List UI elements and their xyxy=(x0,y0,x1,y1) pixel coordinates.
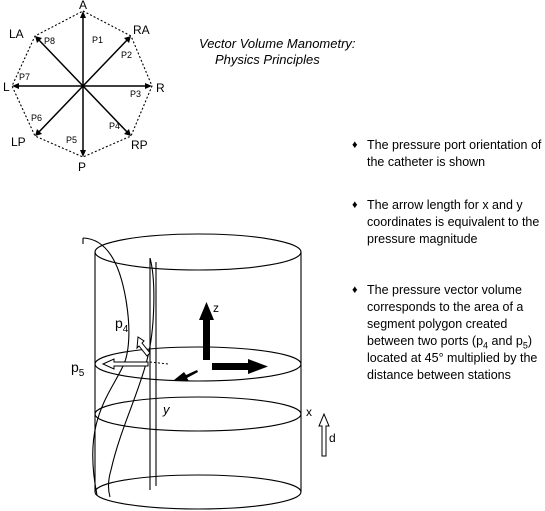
spoke-LA xyxy=(36,37,84,87)
measurement-plane-ellipse xyxy=(94,346,302,382)
bullet-text-part-2: and p xyxy=(488,334,523,348)
direction-label-RA: RA xyxy=(133,23,150,37)
arrowhead-LP xyxy=(35,129,42,136)
direction-label-R: R xyxy=(156,81,165,95)
bullet-diamond-icon: ♦ xyxy=(352,284,358,296)
y-axis-arrow xyxy=(174,370,198,381)
port-label-P6: P6 xyxy=(31,113,42,123)
x-axis-shaft xyxy=(212,363,250,370)
octagon-spokes xyxy=(15,14,149,154)
bullet-text: The pressure port orientation of the cat… xyxy=(367,138,542,169)
cylinder-bottom-ellipse xyxy=(94,474,302,510)
bullet-text-part-3: ) located at 45° multiplied by the dista… xyxy=(367,334,538,382)
bullet-vector-volume: ♦ The pressure vector volume corresponds… xyxy=(352,282,545,384)
bullet-subscript-4: 4 xyxy=(483,340,489,351)
arrowhead-LA xyxy=(35,36,42,43)
bullet-subscript-5: 5 xyxy=(522,340,528,351)
station-distance-arrow xyxy=(318,412,330,457)
arrowhead-L xyxy=(12,83,19,89)
z-axis-head xyxy=(199,302,214,320)
direction-label-LA: LA xyxy=(9,27,24,41)
vector-volume-curve-inner xyxy=(108,257,155,498)
port-label-P5: P5 xyxy=(66,135,77,145)
cylinder-diagram xyxy=(82,233,302,510)
direction-label-A: A xyxy=(79,0,87,12)
label-x: x xyxy=(306,405,312,419)
pressure-vectors xyxy=(101,336,169,370)
label-d: d xyxy=(329,431,336,445)
bullet-arrow-length: ♦ The arrow length for x and y coordinat… xyxy=(352,197,545,248)
octagon-outline xyxy=(11,10,153,158)
bullet-text-part-1: The pressure vector volume corresponds t… xyxy=(367,283,524,348)
cylinder-labels: p4 p5 z y x d xyxy=(71,301,336,445)
octagon-port-diagram: A RA R RP P LP L LA P1 P2 P3 P4 P5 P6 P7… xyxy=(3,0,165,174)
port-label-P7: P7 xyxy=(19,72,30,82)
spoke-RP xyxy=(82,85,130,135)
direction-label-RP: RP xyxy=(131,138,148,152)
bullet-text: The arrow length for x and y coordinates… xyxy=(367,198,540,246)
arrowhead-R xyxy=(145,83,152,89)
p5-pressure-arrow xyxy=(101,358,149,370)
arrowhead-P xyxy=(80,150,86,157)
arrowhead-RP xyxy=(124,129,131,136)
z-axis-shaft xyxy=(203,318,210,360)
cylinder-top-ellipse xyxy=(94,233,302,271)
bullet-port-orientation: ♦ The pressure port orientation of the c… xyxy=(352,137,545,171)
bullet-diamond-icon: ♦ xyxy=(352,199,358,211)
spoke-RA xyxy=(82,37,130,87)
bullet-text: The pressure vector volume corresponds t… xyxy=(355,282,545,384)
diagram-title: Vector Volume Manometry: Physics Princip… xyxy=(199,36,356,68)
title-line-2: Physics Principles xyxy=(215,52,320,67)
port-label-P4: P4 xyxy=(109,121,120,131)
arrowhead-A xyxy=(80,11,86,18)
bullet-diamond-icon: ♦ xyxy=(352,139,358,151)
direction-label-P: P xyxy=(78,160,86,174)
port-label-P3: P3 xyxy=(130,89,141,99)
lower-station-ellipse xyxy=(94,396,302,432)
direction-label-LP: LP xyxy=(11,135,26,149)
coordinate-axes xyxy=(174,302,268,381)
label-p4: p4 xyxy=(115,315,129,335)
p4-pressure-arrow xyxy=(136,336,151,357)
label-p5: p5 xyxy=(71,359,85,379)
label-y: y xyxy=(162,402,171,417)
spoke-LP xyxy=(36,85,84,135)
port-label-P1: P1 xyxy=(92,35,103,45)
arrowhead-RA xyxy=(124,36,131,43)
title-line-1: Vector Volume Manometry: xyxy=(199,36,356,51)
d-arrow xyxy=(318,412,330,457)
vector-volume-curve-outer xyxy=(82,237,130,496)
vector-origin-mark xyxy=(149,361,169,365)
label-z: z xyxy=(213,301,219,315)
port-label-P8: P8 xyxy=(44,36,55,46)
direction-label-L: L xyxy=(3,80,10,94)
x-axis-head xyxy=(248,359,268,374)
port-label-P2: P2 xyxy=(121,50,132,60)
octagon-arrowheads xyxy=(12,11,152,157)
